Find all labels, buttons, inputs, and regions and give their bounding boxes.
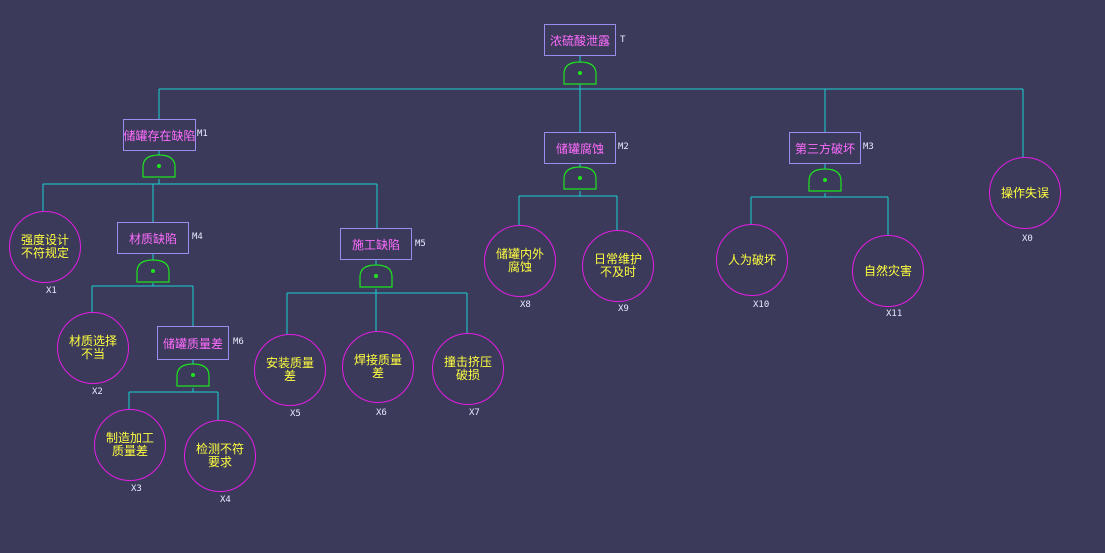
event-M5-tag: M5: [415, 239, 426, 249]
event-M5-label: 施工缺陷: [351, 237, 400, 252]
or-gate-m2[interactable]: [563, 166, 597, 190]
event-M1-box[interactable]: 储罐存在缺陷: [123, 119, 196, 151]
basic-event-X2-tag: X2: [92, 387, 103, 397]
basic-event-X6-tag: X6: [376, 408, 387, 418]
top-event-label: 浓硫酸泄露: [549, 33, 610, 48]
basic-event-X6[interactable]: 焊接质量 差: [342, 331, 414, 403]
gates: [136, 61, 842, 387]
event-M1-tag: M1: [197, 129, 208, 139]
basic-event-X4[interactable]: 检测不符 要求: [184, 420, 256, 492]
event-M4-box[interactable]: 材质缺陷: [117, 222, 189, 254]
event-M4-tag: M4: [192, 232, 203, 242]
or-gate-dot: [578, 176, 582, 180]
basic-event-X1-label: 强度设计 不符规定: [20, 233, 69, 260]
event-M2-tag: M2: [618, 142, 629, 152]
event-M5-box[interactable]: 施工缺陷: [340, 228, 412, 260]
basic-event-X3-tag: X3: [131, 484, 142, 494]
basic-event-X11[interactable]: 自然灾害: [852, 235, 924, 307]
event-M1-label: 储罐存在缺陷: [123, 128, 196, 143]
basic-event-X1[interactable]: 强度设计 不符规定: [9, 211, 81, 283]
basic-event-X7[interactable]: 撞击挤压 破损: [432, 333, 504, 405]
basic-event-X10-tag: X10: [753, 300, 770, 310]
basic-event-X0[interactable]: 操作失误: [989, 157, 1061, 229]
or-gate-m1[interactable]: [142, 154, 176, 178]
event-M6-label: 储罐质量差: [162, 336, 223, 351]
event-M2-box[interactable]: 储罐腐蚀: [544, 132, 616, 164]
basic-event-X8[interactable]: 储罐内外 腐蚀: [484, 225, 556, 297]
basic-event-X5-label: 安装质量 差: [265, 356, 314, 383]
or-gate-m4[interactable]: [136, 259, 170, 283]
or-gate-dot: [823, 178, 827, 182]
event-M6-box[interactable]: 储罐质量差: [157, 326, 229, 360]
event-M3-label: 第三方破坏: [794, 141, 855, 156]
or-gate-m5[interactable]: [359, 264, 393, 288]
basic-event-X8-label: 储罐内外 腐蚀: [495, 247, 544, 274]
basic-event-X8-tag: X8: [520, 300, 531, 310]
basic-event-X1-tag: X1: [46, 286, 57, 296]
basic-event-X11-tag: X11: [886, 309, 903, 319]
or-gate-t[interactable]: [563, 61, 597, 85]
event-M3-box[interactable]: 第三方破坏: [789, 132, 861, 164]
basic-event-X10-label: 人为破坏: [727, 252, 776, 267]
event-M4-label: 材质缺陷: [128, 231, 177, 246]
basic-event-X0-tag: X0: [1022, 234, 1033, 244]
top-event-tag: T: [620, 35, 626, 45]
or-gate-m3[interactable]: [808, 168, 842, 192]
basic-event-X4-tag: X4: [220, 495, 231, 505]
basic-event-X2-label: 材质选择 不当: [68, 334, 117, 361]
basic-event-X6-label: 焊接质量 差: [353, 353, 402, 380]
basic-event-X4-label: 检测不符 要求: [195, 442, 244, 469]
or-gate-dot: [578, 71, 582, 75]
or-gate-dot: [151, 269, 155, 273]
basic-event-X0-label: 操作失误: [1000, 185, 1049, 200]
event-M6-tag: M6: [233, 337, 244, 347]
or-gate-dot: [191, 373, 195, 377]
or-gate-dot: [374, 274, 378, 278]
connector-lines: [42, 56, 1024, 420]
basic-event-X7-tag: X7: [469, 408, 480, 418]
or-gate-dot: [157, 164, 161, 168]
basic-event-X9[interactable]: 日常维护 不及时: [582, 230, 654, 302]
event-M3-tag: M3: [863, 142, 874, 152]
basic-event-X3[interactable]: 制造加工 质量差: [94, 409, 166, 481]
event-M2-label: 储罐腐蚀: [555, 141, 604, 156]
top-event-box[interactable]: 浓硫酸泄露: [544, 24, 616, 56]
basic-event-X3-label: 制造加工 质量差: [105, 431, 154, 458]
basic-event-X10[interactable]: 人为破坏: [716, 224, 788, 296]
basic-event-X2[interactable]: 材质选择 不当: [57, 312, 129, 384]
basic-event-X7-label: 撞击挤压 破损: [443, 355, 492, 382]
basic-event-X5[interactable]: 安装质量 差: [254, 334, 326, 406]
basic-event-X11-label: 自然灾害: [863, 263, 912, 278]
basic-event-X9-label: 日常维护 不及时: [593, 252, 642, 279]
or-gate-m6[interactable]: [176, 363, 210, 387]
basic-event-X5-tag: X5: [290, 409, 301, 419]
basic-event-X9-tag: X9: [618, 304, 629, 314]
